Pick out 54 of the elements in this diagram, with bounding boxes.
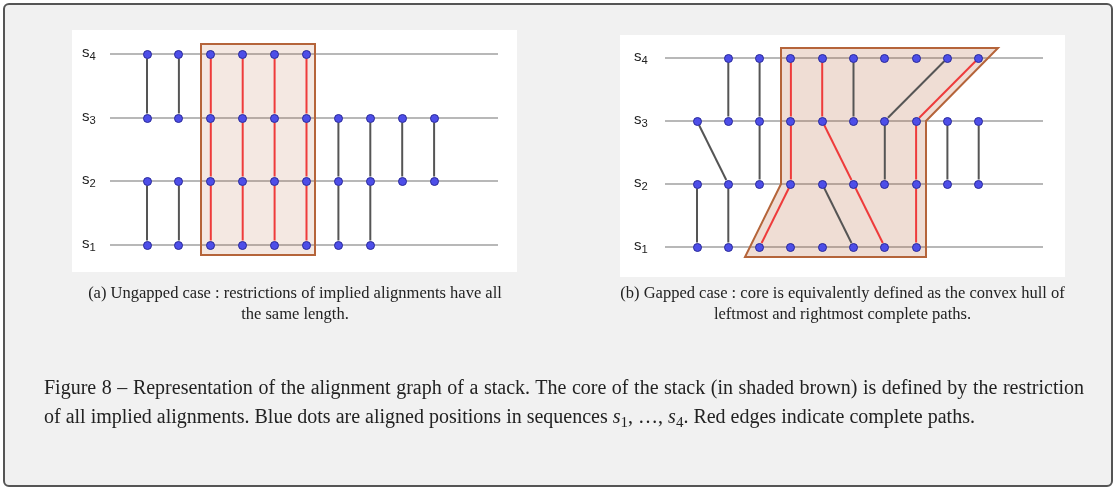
alignment-edge [696, 187, 698, 244]
alignment-edge [209, 184, 212, 242]
alignment-edge [337, 121, 340, 178]
alignment-edge [760, 187, 790, 244]
alignment-edge [305, 57, 308, 115]
alignment-edge [241, 184, 244, 242]
alignment-edge [915, 187, 918, 244]
alignment-edge [821, 61, 824, 118]
alignment-edge [823, 124, 853, 181]
alignment-edge [146, 184, 148, 242]
sequence-label: s$_{2}$ [634, 174, 648, 189]
alignment-edge [369, 184, 372, 242]
alignment-edge [241, 57, 244, 115]
alignment-edge [883, 124, 886, 181]
alignment-edge [433, 121, 436, 178]
alignment-edge [915, 124, 918, 181]
alignment-edge [854, 187, 884, 244]
alignment-edge [305, 121, 308, 178]
alignment-edge [886, 60, 946, 119]
alignment-edge [758, 124, 761, 181]
alignment-edge [146, 57, 148, 115]
sequence-label: s$_{4}$ [634, 48, 648, 63]
alignment-edge [727, 187, 730, 244]
alignment-edge [177, 57, 180, 115]
alignment-edge [241, 121, 244, 178]
alignment-edge [946, 124, 949, 181]
sequence-label: s$_{4}$ [82, 44, 96, 59]
sequence-label: s$_{2}$ [82, 171, 96, 186]
alignment-edge [177, 184, 180, 242]
sequence-label: s$_{1}$ [82, 235, 96, 250]
alignment-edge [789, 61, 792, 118]
alignment-edge [273, 184, 276, 242]
alignment-edge [789, 124, 792, 181]
alignment-edge [401, 121, 404, 178]
alignment-edge [305, 184, 308, 242]
sequence-label: s$_{1}$ [634, 237, 648, 252]
alignment-edge [727, 61, 730, 118]
alignment-edge [698, 124, 728, 181]
alignment-edge [209, 57, 212, 115]
alignment-edge [273, 57, 276, 115]
alignment-edge [918, 60, 977, 119]
alignment-edge [977, 124, 980, 181]
alignment-edge [852, 61, 855, 118]
alignment-edge [209, 121, 212, 178]
sequence-label: s$_{3}$ [82, 108, 96, 123]
figure-caption: Figure 8 – Representation of the alignment graph of a stack. The core of the stack (in shaded brown) is defined by the restriction of all implied alignments. Blue dots are aligned positions in sequences s$_{1}$, …, s$_{4}$. Red edges indicate complete paths. [44, 375, 1084, 431]
alignment-edge [337, 184, 340, 242]
alignment-edge [369, 121, 372, 178]
sequence-label: s$_{3}$ [634, 111, 648, 126]
subfigure-caption: (a) Ungapped case : restrictions of implied alignments have all the same length. [87, 282, 503, 324]
subfigure-caption: (b) Gapped case : core is equivalently defined as the convex hull of leftmost and rightmost complete paths. [619, 282, 1066, 324]
alignment-edge [823, 187, 853, 244]
alignment-edge [273, 121, 276, 178]
alignment-edge [758, 61, 761, 118]
